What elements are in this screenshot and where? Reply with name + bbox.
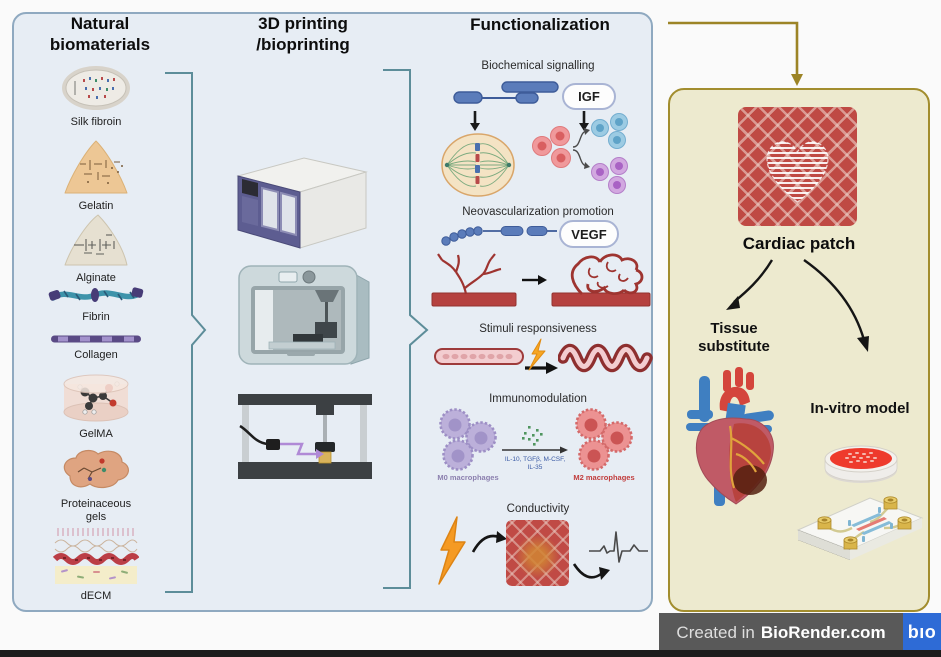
vegf-badge-text: VEGF: [571, 226, 607, 242]
cell-differentiation-icon: [532, 113, 628, 194]
biomaterials-title-line2: biomaterials: [49, 34, 151, 54]
biomaterials-title: Natural biomaterials: [25, 14, 175, 55]
decm-tissue-icon: [35, 524, 157, 586]
printing-title-line1: 3D printing: [258, 14, 348, 33]
cardiac-patch-label: Cardiac patch: [742, 234, 856, 253]
biomaterial-item: Gelatin: [35, 136, 157, 213]
alginate-powder-icon: [35, 210, 157, 268]
biomaterial-label: Collagen: [74, 349, 118, 361]
vegf-badge: VEGF: [559, 220, 619, 248]
laser-assisted-bioprinter-icon: [238, 394, 372, 479]
curved-arrow-icon: [572, 563, 610, 580]
biomaterial-item: Silk fibroin: [35, 62, 157, 129]
biomaterial-label: Proteinaceous gels: [60, 498, 132, 523]
credit-brand: BioRender.com: [760, 622, 886, 642]
petri-dish-icon: [824, 445, 898, 483]
ligand-receptor-icon: [453, 81, 559, 104]
m0-macrophages-icon: [439, 408, 497, 471]
collagen-fiber-icon: [35, 331, 157, 345]
straight-scaffold-icon: [434, 348, 524, 365]
printing-title-line2: /bioprinting: [256, 34, 350, 54]
biorender-credit-bar: Created in BioRender.com: [659, 613, 903, 652]
m0-macrophages-label: M0 macrophages: [437, 473, 499, 482]
proteinaceous-gel-icon: [35, 446, 157, 494]
biomaterial-label: GelMA: [79, 428, 113, 440]
column-brackets: [165, 69, 429, 593]
section-label-biochemical-signalling: Biochemical signalling: [481, 60, 595, 72]
m2-macrophages-icon: [575, 408, 633, 471]
biorender-logo: bıo: [903, 613, 941, 652]
biomaterial-label: Gelatin: [78, 200, 114, 212]
in-vitro-model-label: In-vitro model: [810, 400, 910, 417]
silk-cocoon-icon: [35, 62, 157, 112]
section-label-neovascularization: Neovascularization promotion: [462, 206, 614, 218]
biomaterial-label: Alginate: [76, 272, 116, 284]
gelma-hydrogel-icon: [35, 370, 157, 424]
wavy-scaffold-icon: [558, 343, 653, 373]
microfluidic-chip-icon: [796, 496, 924, 560]
ecg-trace-icon: [589, 531, 648, 563]
section-label-conductivity: Conductivity: [506, 503, 570, 515]
tissue-substitute-label: Tissue substitute: [698, 320, 770, 355]
down-arrow-icon: [579, 111, 589, 131]
biomaterial-item: GelMA: [35, 370, 157, 441]
biomaterial-item: Collagen: [35, 331, 157, 362]
mitotic-spindle-icon: [441, 133, 515, 197]
vegf-protein-chain-icon: [441, 226, 557, 246]
biorender-logo-text: bıo: [907, 622, 937, 642]
stimulus-bolt-arrow-icon: [525, 338, 558, 374]
branch-arrows: [726, 259, 869, 352]
functionalization-title-text: Functionalization: [470, 15, 610, 34]
printing-title: 3D printing /bioprinting: [218, 14, 388, 55]
biomaterial-item: Fibrin: [35, 283, 157, 324]
gelatin-powder-icon: [35, 136, 157, 196]
biomaterial-label: dECM: [80, 590, 112, 602]
cardiac-patch-icon: [738, 107, 857, 226]
conductive-patch-icon: [506, 520, 569, 586]
biomaterial-label: Silk fibroin: [70, 116, 122, 128]
box-3d-printer-icon: [236, 157, 368, 249]
biomaterial-label: Fibrin: [82, 311, 110, 323]
igf-badge: IGF: [562, 83, 616, 110]
heart-icon: [686, 367, 774, 506]
bottom-border: [0, 650, 941, 657]
section-label-immunomodulation: Immunomodulation: [489, 393, 587, 405]
m2-macrophages-label: M2 macrophages: [573, 473, 635, 482]
biomaterial-item: Proteinaceous gels: [35, 446, 157, 523]
igf-badge-text: IGF: [578, 89, 600, 104]
fibrin-fiber-icon: [35, 283, 157, 307]
functionalization-title: Functionalization: [440, 15, 640, 36]
cytokine-arrow-icon: [502, 426, 568, 454]
electric-bolt-icon: [438, 516, 466, 585]
biomaterials-title-line1: Natural: [70, 14, 130, 33]
panel-connector-arrow: [668, 21, 803, 86]
enclosed-bioprinter-icon: [238, 265, 370, 365]
vessel-sprouting-icon: [431, 253, 651, 307]
section-label-stimuli-responsiveness: Stimuli responsiveness: [479, 323, 597, 335]
credit-prefix: Created in: [676, 622, 755, 642]
biomaterial-item: dECM: [35, 524, 157, 603]
down-arrow-icon: [470, 111, 480, 131]
curved-arrow-icon: [471, 531, 507, 553]
biomaterial-item: Alginate: [35, 210, 157, 285]
cytokine-label: IL-10, TGFβ, M-CSF, IL-35: [504, 456, 566, 471]
